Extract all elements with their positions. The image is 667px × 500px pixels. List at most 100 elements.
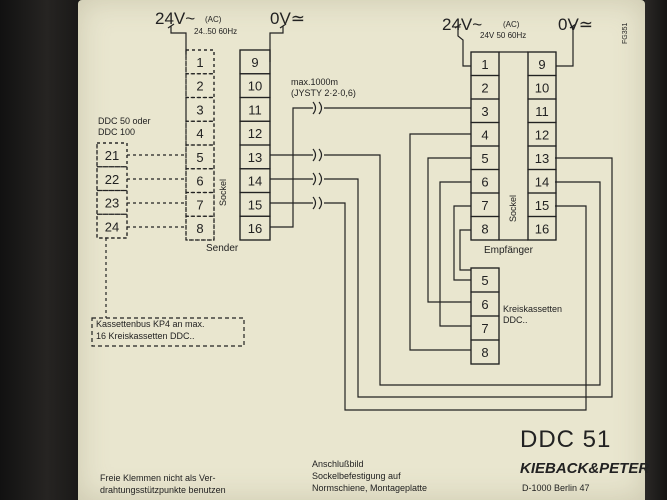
pin-number: 7 [481,198,488,213]
pin-number: 9 [251,55,258,70]
bus-note-line2: 16 Kreiskassetten DDC.. [96,331,195,341]
pin-number: 3 [481,104,488,119]
pin-cell [470,339,500,365]
pin-number: 13 [535,151,549,166]
pin-number: 6 [196,174,203,189]
pin-number: 13 [248,150,262,165]
pin-number: 7 [196,197,203,212]
pin-number: 6 [481,297,488,312]
bus-note-box [91,317,245,347]
pin-number: 5 [481,273,488,288]
pin-cell [185,73,215,99]
pin-cell [185,49,215,75]
receiver-0v-wire [556,26,574,67]
pin-number: 4 [481,127,488,142]
ddc-title-1: DDC 50 oder [98,116,151,126]
ddc-sender-links [105,154,186,318]
receiver-left-pins [470,51,500,241]
ddc-pin-number: 22 [105,172,119,187]
pin-number: 12 [535,127,549,142]
sender-right-pins [239,49,271,241]
pin-cell [470,215,500,241]
sender-left-pins [185,49,215,241]
footer-mid-2: Sockelbefestigung auf [312,471,401,481]
sender-supply-24v: 24V~ [155,9,196,28]
pin-number: 6 [481,174,488,189]
ddc-block [96,142,128,239]
enclosure-right-edge [645,0,667,500]
corner-code: FG351 [622,22,629,44]
pin-number: 5 [481,151,488,166]
ddc-title-2: DDC 100 [98,127,136,137]
pin-number: 1 [196,55,203,70]
cable-type: (JYSTY 2·2·0,6) [291,88,356,98]
sender-supply-freq: 24..50 60Hz [194,27,238,36]
interconnect-cables [270,101,613,411]
receiver-label: Empfänger [484,245,533,256]
cable-length: max.1000m [291,77,339,87]
pin-number: 1 [481,57,488,72]
cassette-label-1: Kreiskassetten [503,304,563,314]
address: D-1000 Berlin 47 [522,483,590,493]
receiver-socket-label: Sockel [508,194,518,222]
pin-number: 7 [481,321,488,336]
sender-24v-wire [170,26,187,55]
pin-number: 8 [196,221,203,236]
pin-number: 4 [196,126,203,141]
wiring-label-plate [78,0,645,500]
pin-cell [185,120,215,146]
pin-cell [239,215,271,241]
receiver-cassette-wires [409,133,471,351]
pin-number: 8 [481,345,488,360]
pin-cell [185,168,215,194]
footer-mid-1: Anschlußbild [312,459,364,469]
sender-0v-wire [269,26,284,62]
brand-logo: KIEBACK&PETER [520,460,650,477]
receiver-supply-0v: 0V≃ [558,15,594,34]
pin-cell [185,144,215,170]
bus-note-line1: Kassettenbus KP4 an max. [96,319,205,329]
footer-left-2: drahtungsstützpunkte benutzen [100,485,226,495]
receiver-supply-freq: 24V 50 60Hz [480,31,527,40]
pin-cell [185,191,215,217]
pin-number: 15 [535,198,549,213]
pin-number: 14 [248,174,262,189]
enclosure-left-edge [0,0,78,500]
pin-number: 11 [535,104,549,119]
sender-label: Sender [206,243,239,254]
pin-number: 9 [538,57,545,72]
pin-number: 14 [535,174,549,189]
cassette-label-2: DDC.. [503,315,528,325]
pin-number: 2 [196,79,203,94]
pin-cell [185,215,215,241]
pin-number: 15 [248,197,262,212]
pin-number: 10 [535,80,549,95]
ddc-pin-cell [96,213,128,239]
pin-number: 16 [248,221,262,236]
pin-number: 10 [248,79,262,94]
pin-number: 11 [248,102,262,117]
pin-number: 2 [481,80,488,95]
pin-number: 3 [196,102,203,117]
pin-cell [185,96,215,122]
footer-left-1: Freie Klemmen nicht als Ver- [100,473,216,483]
sender-socket-label: Sockel [218,178,228,206]
receiver-supply-24v: 24V~ [442,15,483,34]
pin-number: 8 [481,221,488,236]
ddc-pin-number: 23 [105,196,119,211]
footer-mid-3: Normschiene, Montageplatte [312,483,428,493]
ddc-pin-number: 24 [105,219,119,234]
receiver-supply-ac: (AC) [503,20,520,29]
model-number: DDC 51 [520,426,612,453]
cassette-pins [470,267,500,365]
receiver-24v-wire [457,26,471,67]
ddc-pin-number: 21 [105,148,119,163]
pin-number: 12 [248,126,262,141]
pin-number: 16 [535,221,549,236]
sender-supply-ac: (AC) [205,15,222,24]
receiver-right-pins [527,51,557,241]
sender-supply-0v: 0V≃ [270,9,306,28]
pin-cell [527,215,557,241]
